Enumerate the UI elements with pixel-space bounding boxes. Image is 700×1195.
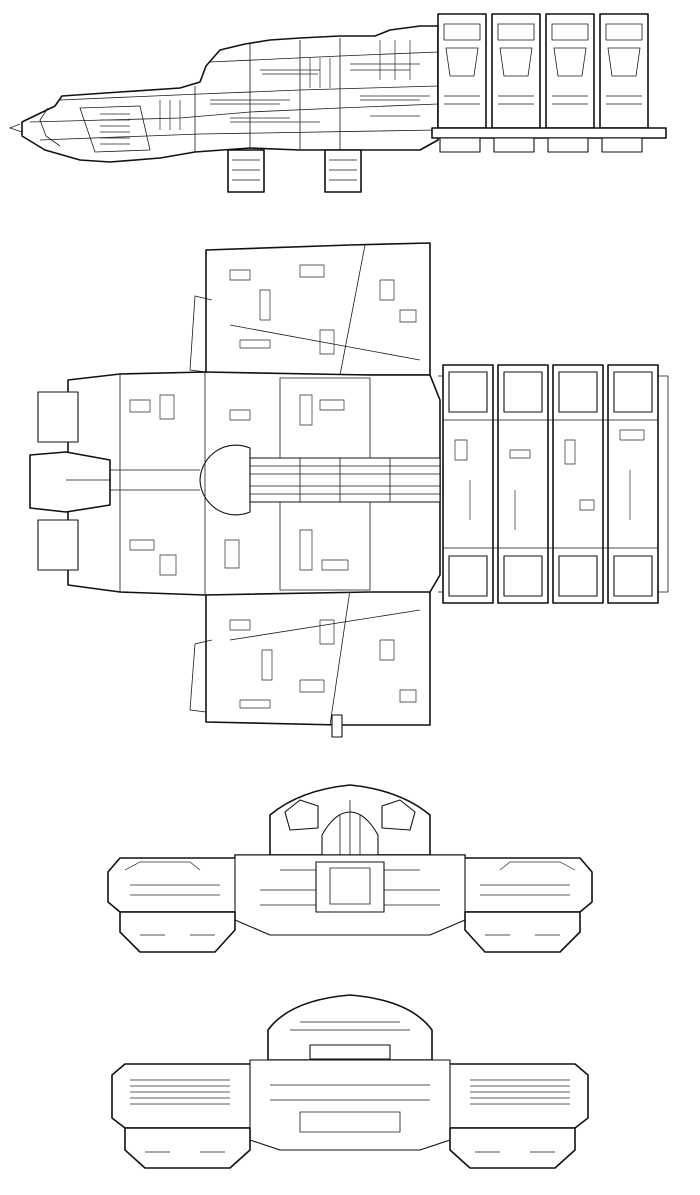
rear-elevation-view <box>111 994 589 1169</box>
top-cargo-pods <box>438 364 669 604</box>
rear-landing-skid-left <box>124 1127 251 1169</box>
rear-central-hull <box>249 1059 451 1151</box>
side-landing-strut-2 <box>324 149 362 193</box>
top-plan-view <box>29 242 669 738</box>
front-landing-skid-right <box>464 911 581 953</box>
side-cargo-pods <box>431 13 667 153</box>
side-hull <box>8 25 439 163</box>
top-wing-upper <box>205 242 431 376</box>
top-central-spine <box>249 457 441 503</box>
top-nose-section <box>29 451 111 513</box>
rear-dome <box>267 994 433 1061</box>
side-cargo-pod-2 <box>491 13 541 129</box>
side-cargo-pod-4 <box>599 13 649 129</box>
top-side-module-lower <box>37 519 79 571</box>
top-wing-lower <box>205 589 431 726</box>
side-cargo-pod-1 <box>437 13 487 129</box>
front-landing-skid-left <box>119 911 236 953</box>
front-elevation-view <box>107 784 593 953</box>
side-elevation-view <box>8 13 667 193</box>
rear-landing-skid-right <box>449 1127 576 1169</box>
side-cargo-pod-3 <box>545 13 595 129</box>
side-landing-strut-1 <box>227 149 265 193</box>
side-cargo-rail <box>431 127 667 139</box>
top-side-module-upper <box>37 391 79 443</box>
top-rear-fin <box>331 714 343 738</box>
